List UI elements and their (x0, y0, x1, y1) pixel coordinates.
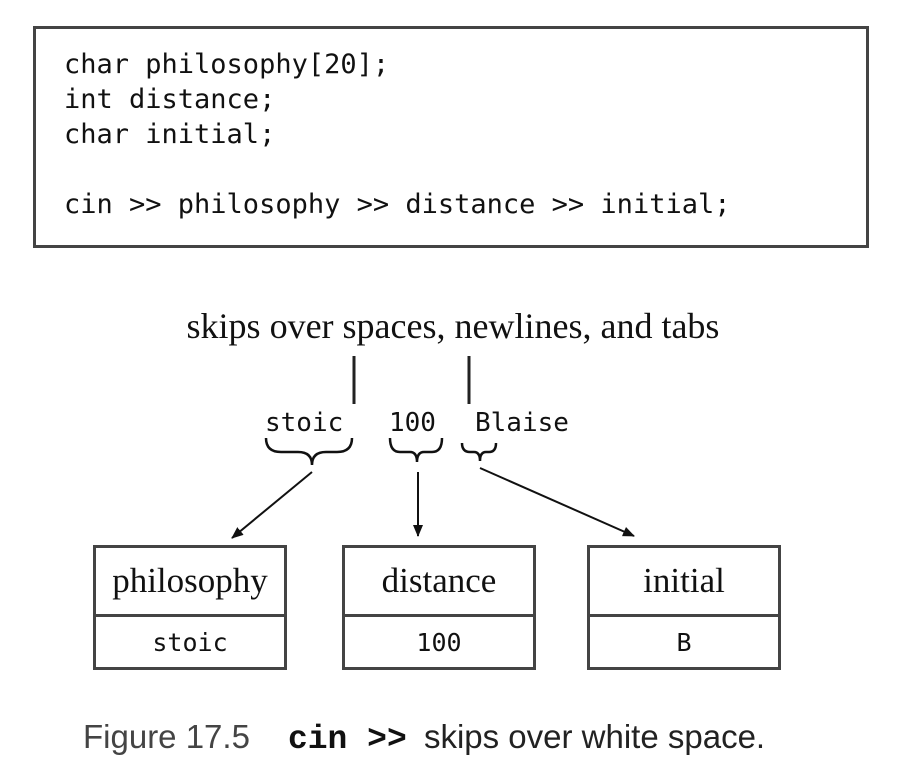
variable-box-initial: initial B (587, 545, 781, 670)
code-line-5: cin >> philosophy >> distance >> initial… (64, 189, 731, 220)
brace-100 (388, 437, 444, 463)
arrow-to-philosophy (231, 471, 313, 539)
arrow-to-initial (479, 467, 635, 537)
variable-name: initial (590, 548, 778, 617)
figure-caption-text: skips over white space. (423, 718, 766, 755)
input-token-stoic: stoic (265, 408, 344, 438)
input-token-blaise: Blaise (475, 408, 569, 438)
code-line-3: char initial; (64, 119, 276, 150)
variable-name: philosophy (96, 548, 284, 617)
variable-box-distance: distance 100 (342, 545, 536, 670)
figure-label: Figure 17.5 (83, 718, 250, 755)
figure-caption: Figure 17.5 cin >> skips over white space… (83, 718, 765, 758)
variable-box-philosophy: philosophy stoic (93, 545, 287, 670)
variable-value: B (676, 627, 692, 657)
figure-caption-code: cin >> (287, 721, 407, 758)
variable-value: stoic (152, 627, 228, 657)
variable-name: distance (345, 548, 533, 617)
code-line-2: int distance; (64, 84, 276, 115)
code-line-1: char philosophy[20]; (64, 49, 390, 80)
variable-value: 100 (416, 627, 462, 657)
code-listing: char philosophy[20]; int distance; char … (33, 26, 869, 248)
brace-stoic (264, 437, 354, 466)
whitespace-annotation: skips over spaces, newlines, and tabs (186, 306, 720, 346)
input-token-100: 100 (389, 408, 436, 438)
brace-blaise (460, 442, 498, 462)
